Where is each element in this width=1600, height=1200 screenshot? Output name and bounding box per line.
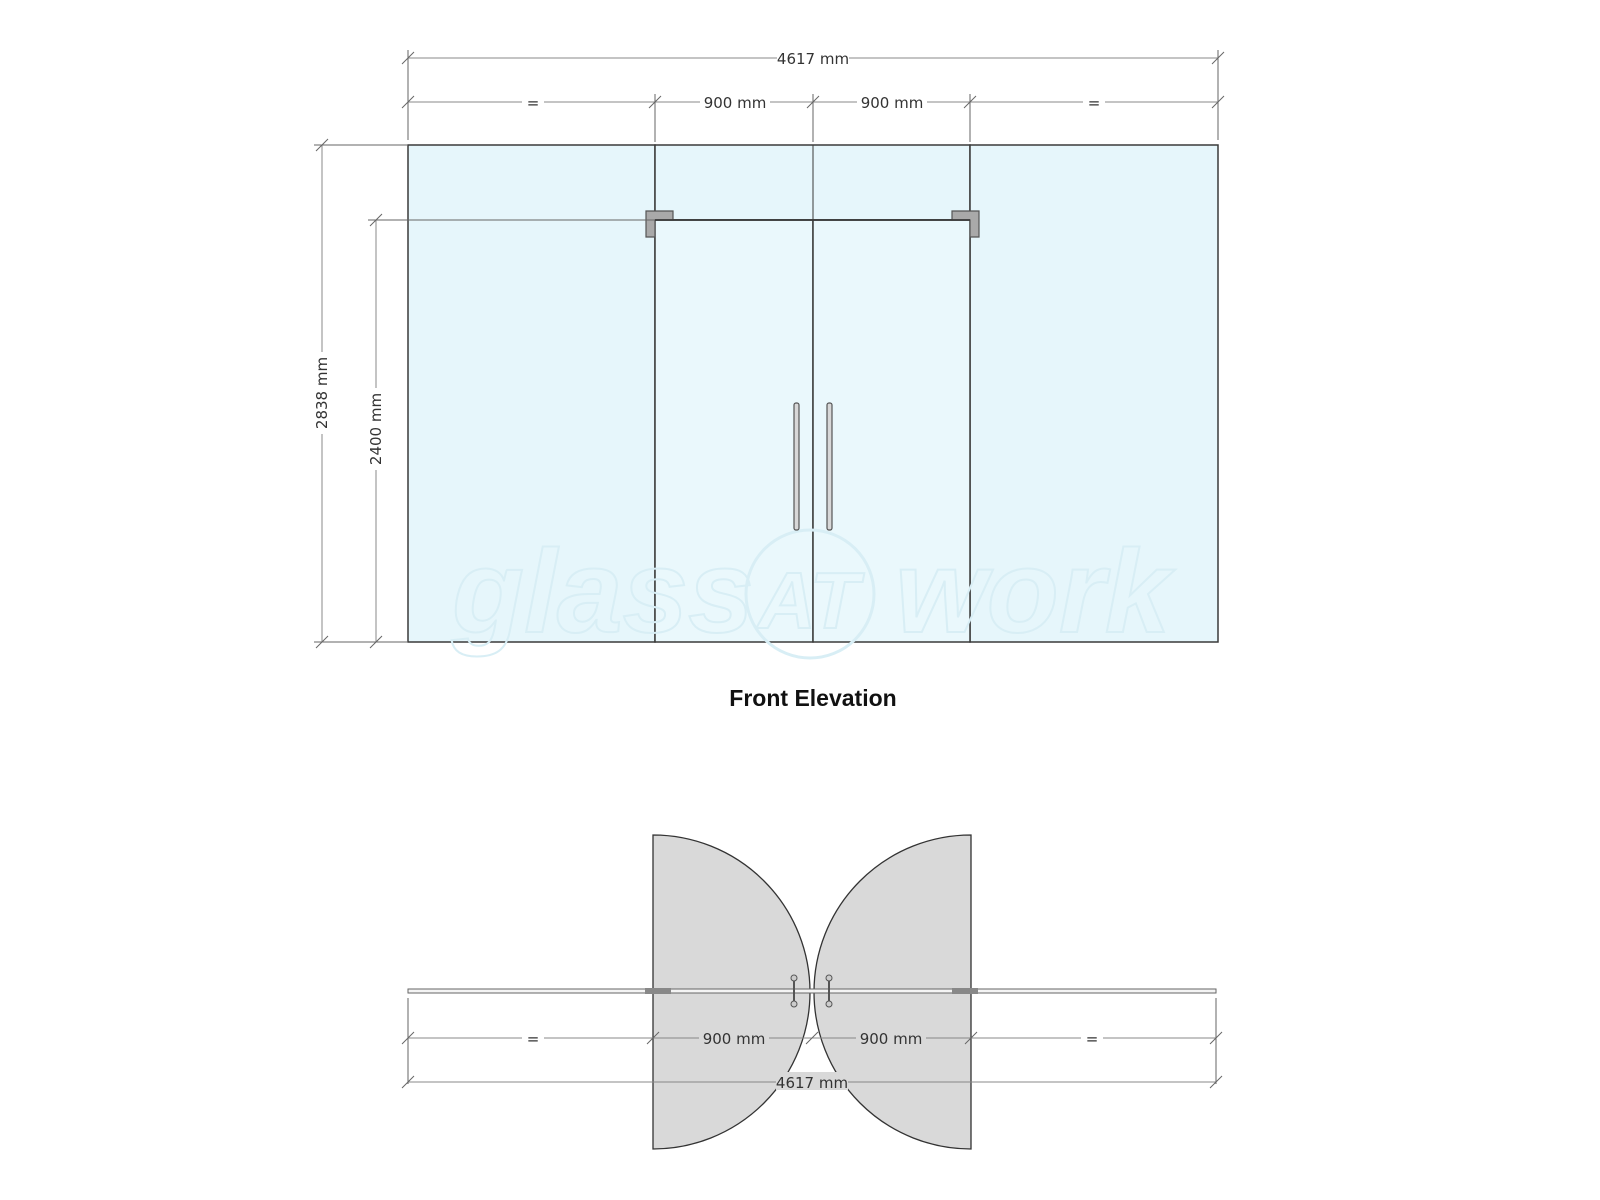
plan-panel-right-width-label: =: [1086, 1030, 1099, 1048]
pull-handle-left: [793, 402, 800, 531]
front-elevation: glass AT work 4617 mm: [313, 49, 1225, 711]
dim-overall-width: 4617 mm: [401, 49, 1225, 140]
watermark-text-mid: AT: [756, 556, 865, 645]
glass-line-plan: [407, 988, 1217, 994]
patch-plan-right: [952, 988, 978, 994]
watermark-text-left: glass: [451, 526, 754, 658]
plan-panel-left-width-label: =: [527, 1030, 540, 1048]
plan-dim-overall: 4617 mm: [401, 1072, 1223, 1092]
fixed-panel-left: [407, 144, 656, 643]
overall-width-label: 4617 mm: [777, 50, 849, 68]
watermark-circle: [744, 528, 876, 660]
plan-overall-width-label: 4617 mm: [776, 1074, 848, 1092]
dim-overall-height: 2838 mm: [313, 138, 408, 649]
panel-right-width-label: =: [1088, 94, 1101, 112]
dim-segment-widths: = 900 mm 900 mm =: [401, 93, 1225, 142]
plan-door-right-width-label: 900 mm: [860, 1030, 923, 1048]
door-leaf-right: [812, 219, 971, 643]
panel-left-width-label: =: [527, 94, 540, 112]
door-right-width-label: 900 mm: [861, 94, 924, 112]
handle-plan-left: [790, 974, 798, 1008]
dim-door-height: 2400 mm: [367, 213, 655, 649]
door-left-width-label: 900 mm: [704, 94, 767, 112]
pull-handle-right: [826, 402, 833, 531]
handle-plan-right: [825, 974, 833, 1008]
fixed-panel-right: [969, 144, 1219, 643]
door-leaf-left: [654, 219, 814, 643]
door-height-label: 2400 mm: [367, 393, 385, 465]
plan-dim-segments: = 900 mm 900 mm =: [401, 998, 1223, 1084]
patch-plan-left: [645, 988, 671, 994]
watermark: glass AT work: [450, 525, 1177, 660]
plan-door-left-width-label: 900 mm: [703, 1030, 766, 1048]
overall-height-label: 2838 mm: [313, 357, 331, 429]
plan-view: = 900 mm 900 mm = 4617 mm: [401, 834, 1223, 1150]
watermark-text-right: work: [895, 526, 1176, 658]
front-elevation-title: Front Elevation: [729, 685, 896, 711]
